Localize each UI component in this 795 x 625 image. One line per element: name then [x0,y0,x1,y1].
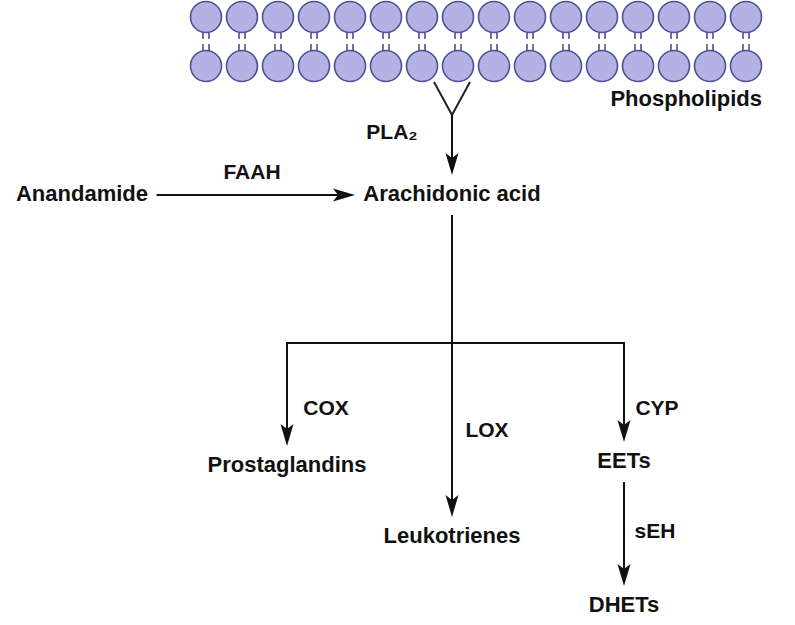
enzyme-label: sEH [635,519,676,543]
metabolite-node: Leukotrienes [382,523,523,551]
enzyme-label: PLA₂ [366,120,417,144]
metabolite-name: Arachidonic acid [361,181,543,206]
membrane-node: Phospholipids [188,0,768,115]
metabolite-node: EETs [595,448,653,476]
metabolite-name: EETs [595,448,653,473]
reaction-arrow [446,115,459,175]
enzyme-label: FAAH [223,160,280,184]
metabolite-node: Anandamide [14,181,151,209]
enzyme-label: LOX [465,418,508,442]
enzyme-label: CYP [635,396,678,420]
metabolite-node: Arachidonic acid [361,181,543,209]
metabolite-node: Prostaglandins [206,452,369,480]
metabolite-node: DHETs [587,592,662,620]
metabolite-name: Prostaglandins [206,452,369,477]
membrane-label: Phospholipids [610,86,762,111]
metabolite-name: Anandamide [14,181,151,206]
metabolite-name: Leukotrienes [382,523,523,548]
enzyme-label: COX [303,396,349,420]
reaction-arrow [281,215,453,446]
reaction-arrow [618,482,631,586]
reaction-arrow [452,215,631,442]
metabolite-name: DHETs [587,592,662,617]
reaction-arrow [157,189,356,202]
